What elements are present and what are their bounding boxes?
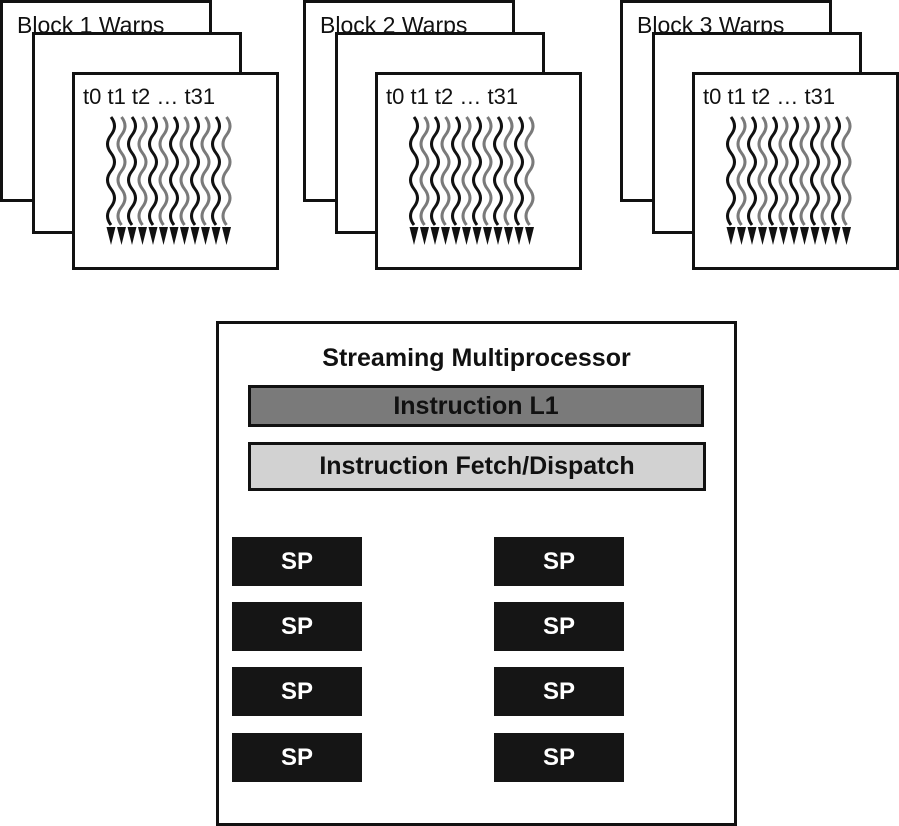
thread-wave	[472, 116, 482, 226]
thread-arrowhead	[842, 227, 851, 245]
thread-wave	[127, 116, 137, 226]
thread-arrowhead	[169, 227, 179, 245]
block-1-thread-label: t0 t1 t2 … t31	[83, 84, 216, 109]
thread-wave	[169, 116, 179, 226]
thread-wave	[493, 116, 503, 226]
thread-arrowhead	[737, 227, 746, 245]
thread-arrowhead	[138, 227, 147, 245]
thread-arrowhead	[726, 227, 736, 245]
thread-arrowhead	[504, 227, 513, 245]
thread-wave	[116, 116, 127, 226]
thread-wave	[409, 116, 419, 226]
thread-arrowhead	[127, 227, 137, 245]
thread-wave	[190, 116, 200, 226]
thread-arrowhead	[462, 227, 471, 245]
thread-wave	[221, 116, 232, 226]
block-1-warps: Block 1 Warps t0 t1 t2 … t31	[0, 0, 290, 272]
thread-wave	[503, 116, 514, 226]
thread-wave	[831, 116, 841, 226]
thread-wave	[451, 116, 461, 226]
streaming-multiprocessor: Streaming Multiprocessor Instruction L1 …	[216, 321, 737, 826]
sp-core-right-3: SP	[494, 667, 624, 716]
thread-wave	[179, 116, 190, 226]
thread-wave	[778, 116, 789, 226]
block-3-thread-label: t0 t1 t2 … t31	[703, 84, 836, 109]
thread-arrowhead	[483, 227, 492, 245]
block-1-warp-frame: t0 t1 t2 … t31	[72, 72, 279, 270]
thread-wave	[736, 116, 747, 226]
thread-arrowhead	[514, 227, 524, 245]
thread-arrowhead	[800, 227, 809, 245]
thread-arrowhead	[758, 227, 767, 245]
thread-wave	[524, 116, 535, 226]
thread-wave	[726, 116, 736, 226]
thread-arrowhead	[190, 227, 200, 245]
thread-arrowhead	[831, 227, 841, 245]
thread-arrowhead	[148, 227, 158, 245]
thread-arrowhead	[451, 227, 461, 245]
sp-core-left-2: SP	[232, 602, 362, 651]
instruction-fetch-dispatch-bar: Instruction Fetch/Dispatch	[248, 442, 706, 491]
thread-arrowhead	[441, 227, 450, 245]
thread-wave	[799, 116, 810, 226]
thread-arrowhead	[768, 227, 778, 245]
thread-wave	[482, 116, 493, 226]
thread-arrowhead	[106, 227, 116, 245]
thread-wave	[461, 116, 472, 226]
thread-arrowhead	[789, 227, 799, 245]
thread-wave	[200, 116, 211, 226]
thread-wave	[211, 116, 221, 226]
block-3-warps: Block 3 Warps t0 t1 t2 … t31	[620, 0, 899, 272]
block-1-thread-waves	[106, 116, 232, 245]
sp-core-right-4: SP	[494, 733, 624, 782]
sp-core-right-2: SP	[494, 602, 624, 651]
thread-wave	[514, 116, 524, 226]
thread-wave	[757, 116, 768, 226]
sp-core-left-3: SP	[232, 667, 362, 716]
thread-arrowhead	[180, 227, 189, 245]
thread-arrowhead	[493, 227, 503, 245]
thread-arrowhead	[409, 227, 419, 245]
thread-wave	[789, 116, 799, 226]
thread-arrowhead	[472, 227, 482, 245]
thread-wave	[430, 116, 440, 226]
thread-arrowhead	[747, 227, 757, 245]
thread-wave	[747, 116, 757, 226]
instruction-l1-bar: Instruction L1	[248, 385, 704, 427]
thread-arrowhead	[430, 227, 440, 245]
thread-wave	[148, 116, 158, 226]
block-2-warp-frame: t0 t1 t2 … t31	[375, 72, 582, 270]
thread-arrowhead	[201, 227, 210, 245]
thread-wave	[820, 116, 831, 226]
thread-wave	[158, 116, 169, 226]
thread-wave	[419, 116, 430, 226]
block-2-warps: Block 2 Warps t0 t1 t2 … t31	[303, 0, 593, 272]
thread-wave	[768, 116, 778, 226]
block-2-thread-waves	[409, 116, 535, 245]
thread-wave	[841, 116, 852, 226]
sp-core-right-1: SP	[494, 537, 624, 586]
thread-wave	[137, 116, 148, 226]
block-2-thread-label: t0 t1 t2 … t31	[386, 84, 519, 109]
thread-arrowhead	[810, 227, 820, 245]
sp-core-left-1: SP	[232, 537, 362, 586]
thread-wave	[106, 116, 116, 226]
block-3-thread-waves	[726, 116, 852, 245]
thread-arrowhead	[420, 227, 429, 245]
thread-wave	[810, 116, 820, 226]
sm-title: Streaming Multiprocessor	[322, 344, 631, 372]
thread-arrowhead	[525, 227, 534, 245]
thread-arrowhead	[779, 227, 788, 245]
thread-arrowhead	[117, 227, 126, 245]
thread-arrowhead	[222, 227, 231, 245]
thread-arrowhead	[159, 227, 168, 245]
sp-core-left-4: SP	[232, 733, 362, 782]
thread-arrowhead	[211, 227, 221, 245]
thread-arrowhead	[821, 227, 830, 245]
thread-wave	[440, 116, 451, 226]
block-3-warp-frame: t0 t1 t2 … t31	[692, 72, 899, 270]
